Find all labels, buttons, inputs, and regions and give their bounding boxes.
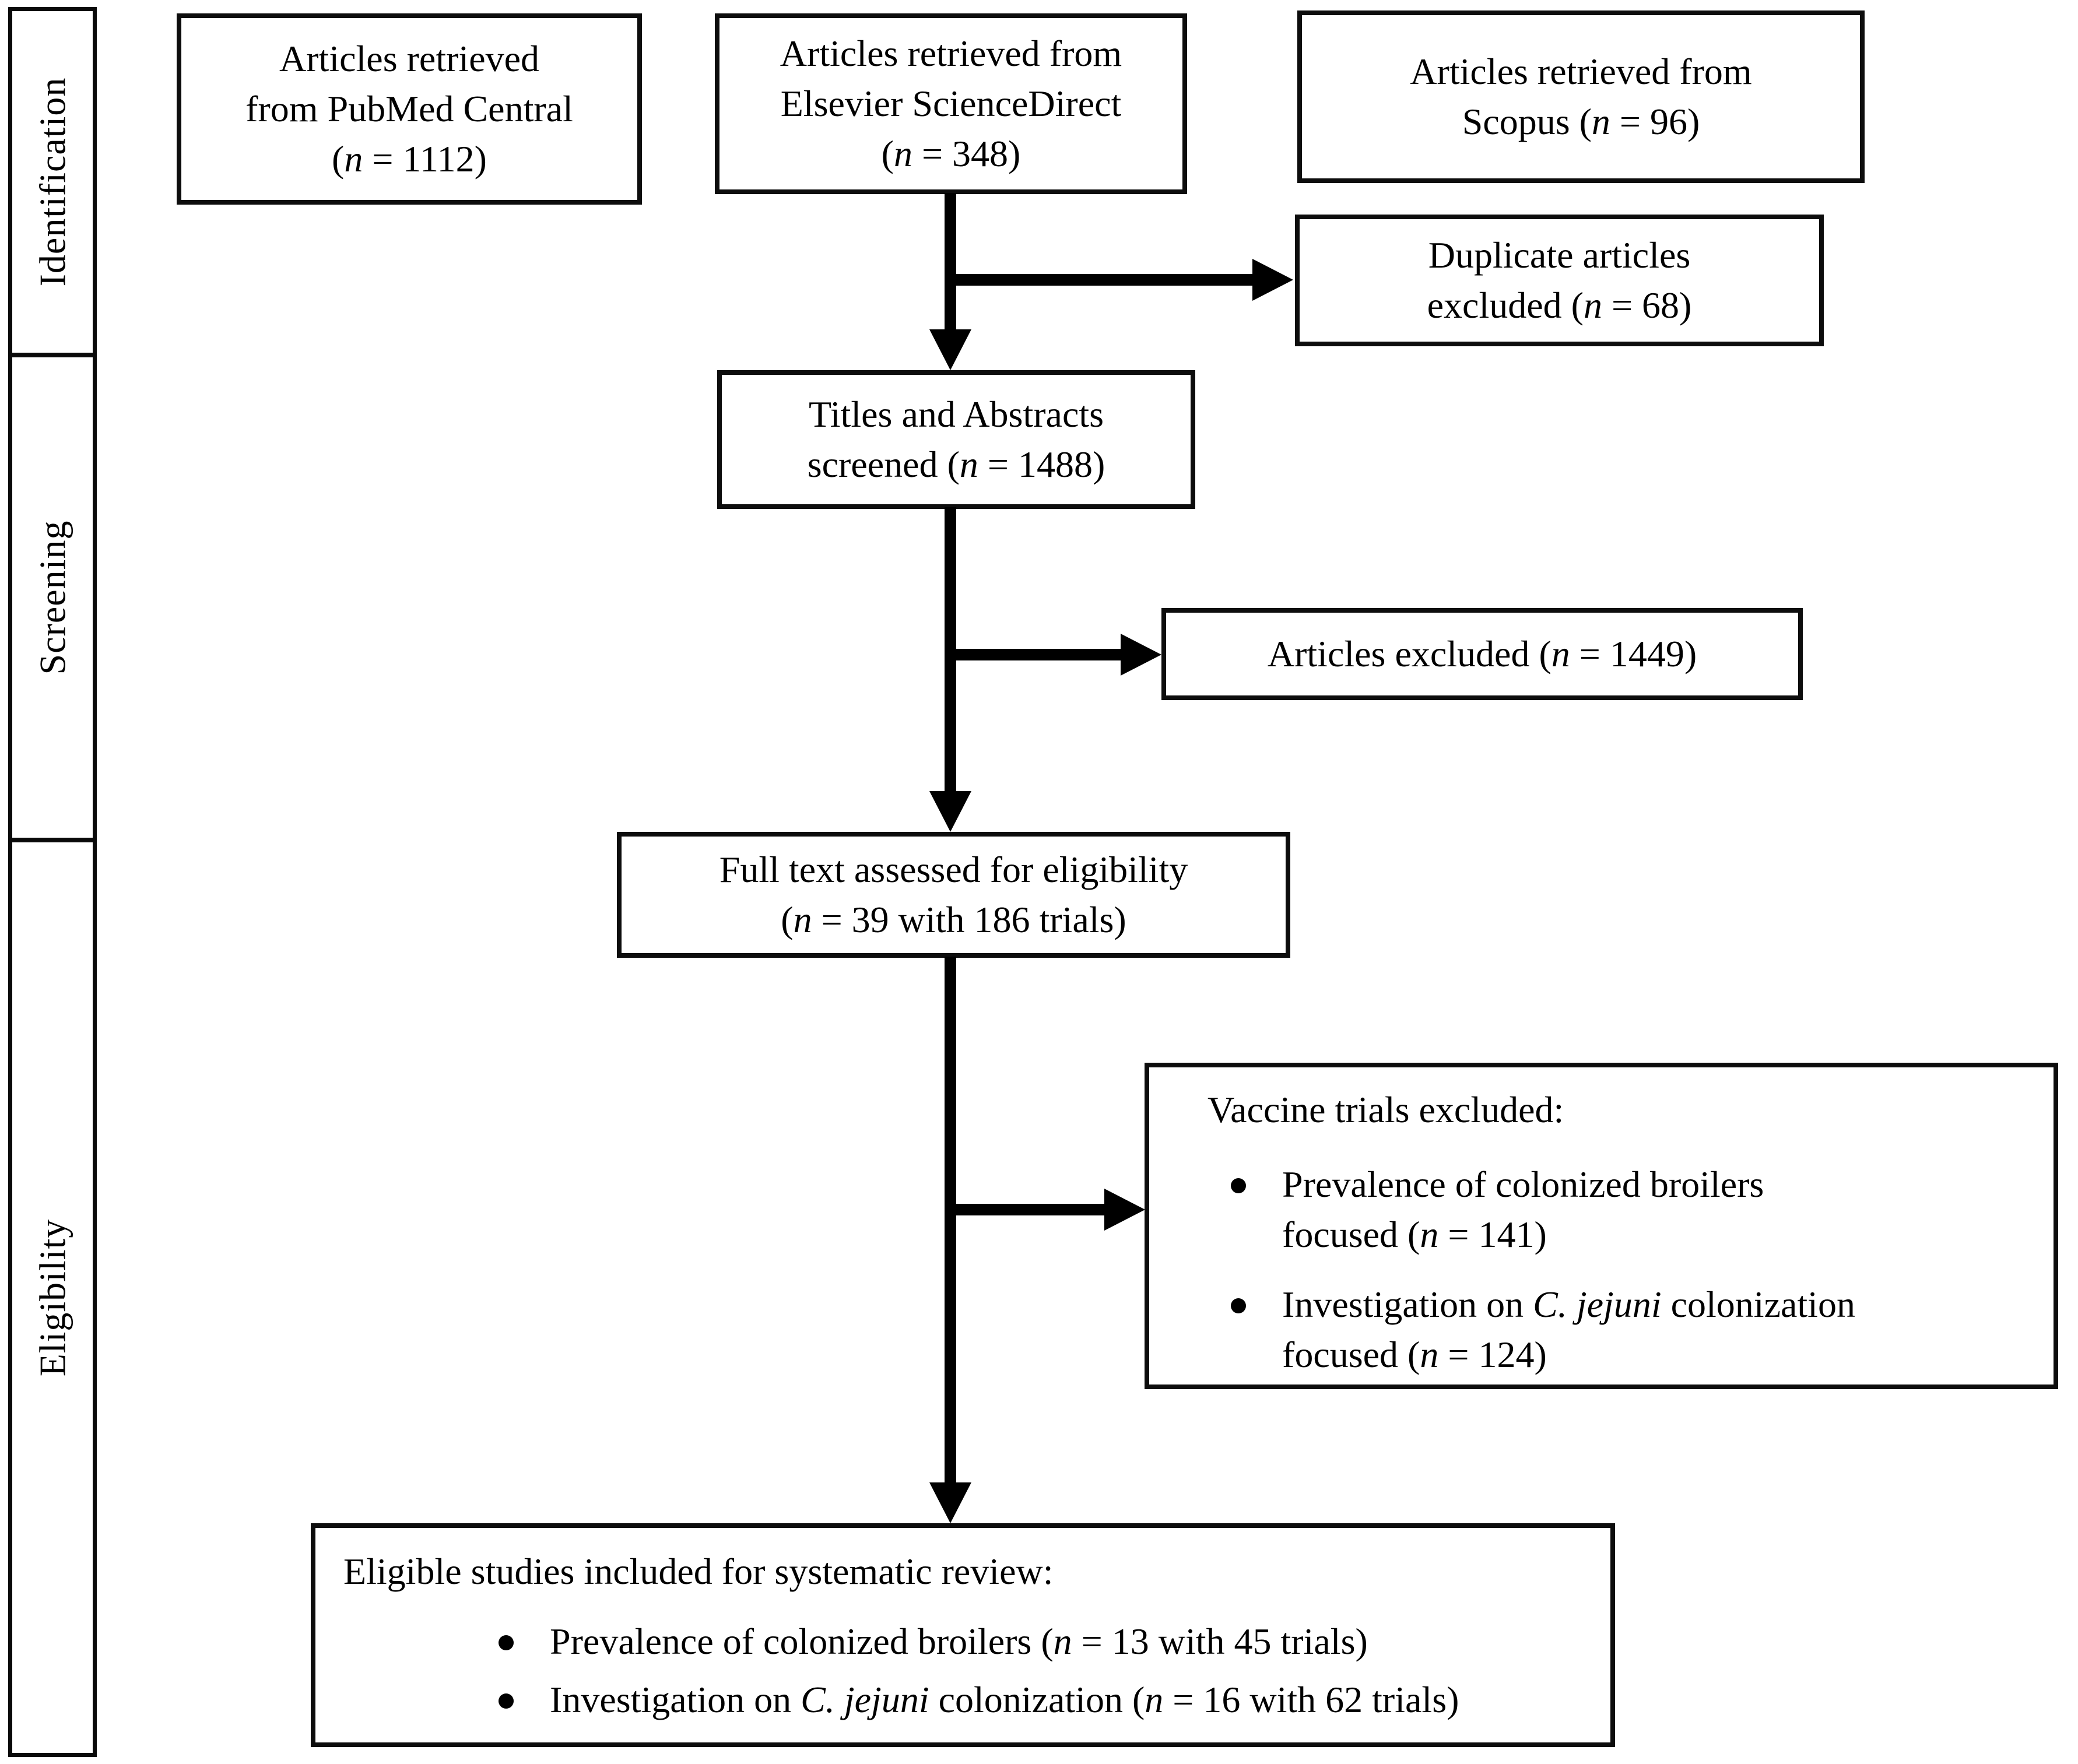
arrowhead-right-icon bbox=[1121, 634, 1161, 676]
connector-fulltext-to-eligible bbox=[945, 957, 956, 1484]
phase-label-screening: Screening bbox=[31, 520, 73, 675]
eligible-studies-title: Eligible studies included for systematic… bbox=[343, 1551, 1054, 1592]
connector-elsevier-to-titles bbox=[945, 193, 956, 331]
box-full-text-assessed: Full text assessed for eligibility(n = 3… bbox=[617, 832, 1290, 958]
phase-cell-screening: Screening bbox=[12, 353, 93, 838]
eligible-studies-bullet-list: Prevalence of colonized broilers (n = 13… bbox=[499, 1617, 1459, 1725]
phase-label-eligibility: Eligibility bbox=[31, 1218, 73, 1377]
bullet-dot-icon bbox=[1231, 1178, 1246, 1193]
box-eligible-studies-included: Eligible studies included for systematic… bbox=[311, 1523, 1615, 1747]
bullet-text: Investigation on C. jejuni colonization … bbox=[550, 1679, 1459, 1720]
arrowhead-down-icon bbox=[929, 1482, 971, 1523]
phase-sidebar: Identification Screening Eligibility bbox=[8, 7, 97, 1757]
connector-branch-to-duplicates bbox=[950, 274, 1254, 286]
arrowhead-right-icon bbox=[1252, 259, 1293, 301]
bullet-dot-icon bbox=[499, 1693, 514, 1709]
bullet-dot-icon bbox=[499, 1635, 514, 1650]
connector-branch-to-vaccine bbox=[950, 1204, 1105, 1215]
arrowhead-right-icon bbox=[1104, 1189, 1145, 1231]
bullet-text: Prevalence of colonized broilers (n = 13… bbox=[550, 1621, 1368, 1662]
vaccine-excluded-title: Vaccine trials excluded: bbox=[1208, 1089, 1564, 1130]
phase-cell-identification: Identification bbox=[12, 11, 93, 353]
phase-label-identification: Identification bbox=[31, 77, 73, 287]
list-item: Prevalence of colonized broilers (n = 13… bbox=[499, 1617, 1459, 1667]
box-vaccine-trials-excluded: Vaccine trials excluded: Prevalence of c… bbox=[1145, 1063, 2058, 1389]
arrowhead-down-icon bbox=[929, 329, 971, 370]
box-articles-excluded: Articles excluded (n = 1449) bbox=[1161, 608, 1803, 700]
connector-branch-to-excluded bbox=[950, 649, 1122, 660]
phase-cell-eligibility: Eligibility bbox=[12, 838, 93, 1753]
arrowhead-down-icon bbox=[929, 791, 971, 832]
bullet-dot-icon bbox=[1231, 1298, 1246, 1313]
list-item: Investigation on C. jejuni colonization … bbox=[499, 1675, 1459, 1725]
